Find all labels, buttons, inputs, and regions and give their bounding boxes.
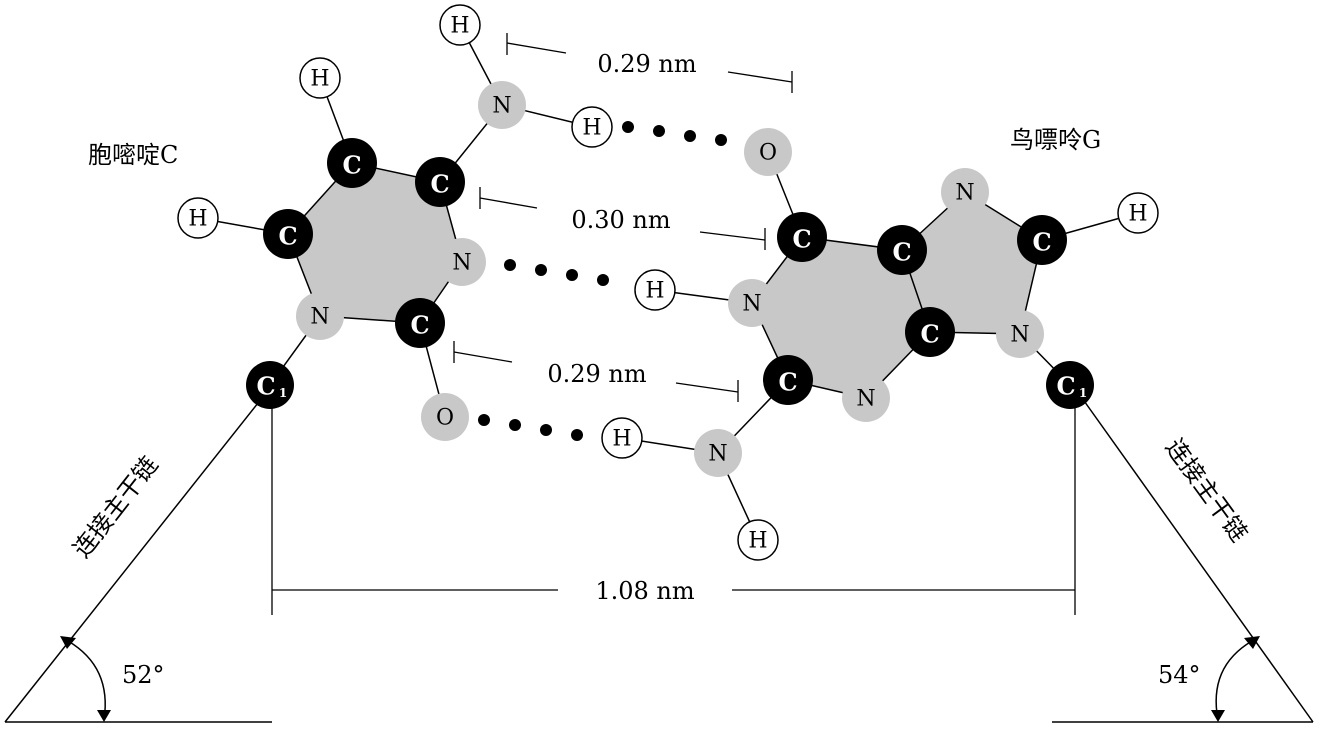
svg-text:C: C bbox=[892, 238, 911, 267]
guanine-five-ring bbox=[902, 192, 1042, 334]
svg-text:H: H bbox=[748, 529, 767, 554]
guanine-label: 鸟嘌呤G bbox=[1010, 126, 1101, 154]
backbone-label-left: 连接主干链 bbox=[68, 451, 164, 563]
cytosine-ring bbox=[288, 163, 462, 323]
distance-label-top: 0.29 nm bbox=[597, 50, 697, 78]
hydrogen-bond-middle bbox=[504, 259, 609, 286]
svg-text:C: C bbox=[1056, 372, 1075, 401]
left-backbone bbox=[4, 397, 272, 723]
svg-text:N: N bbox=[742, 292, 761, 317]
cytosine-label: 胞嘧啶C bbox=[88, 141, 178, 169]
svg-text:N: N bbox=[310, 305, 329, 330]
c1-distance-marker bbox=[271, 408, 1076, 615]
svg-text:H: H bbox=[1128, 202, 1147, 227]
hydrogen-atoms: H H H H H H H H bbox=[177, 4, 1159, 561]
carbon-atoms: C C C C C C C C C bbox=[263, 138, 1067, 405]
oxygen-atoms: O O bbox=[421, 128, 792, 441]
hydrogen-bond-top bbox=[622, 121, 727, 146]
c1-atom-right: C 1 bbox=[1046, 361, 1094, 409]
svg-text:O: O bbox=[759, 141, 777, 166]
svg-text:H: H bbox=[310, 67, 329, 92]
svg-text:N: N bbox=[1010, 323, 1029, 348]
svg-text:H: H bbox=[645, 279, 664, 304]
svg-text:C: C bbox=[778, 368, 797, 397]
distance-marker-bottom bbox=[453, 341, 739, 402]
angle-label-right: 54° bbox=[1158, 661, 1201, 689]
svg-text:N: N bbox=[955, 181, 974, 206]
svg-text:N: N bbox=[492, 94, 511, 119]
svg-text:N: N bbox=[708, 442, 727, 467]
svg-text:C: C bbox=[430, 170, 449, 199]
svg-text:H: H bbox=[582, 116, 601, 141]
hydrogen-bond-bottom bbox=[478, 414, 583, 441]
right-backbone bbox=[1052, 397, 1314, 723]
svg-text:C: C bbox=[1032, 228, 1051, 257]
svg-text:N: N bbox=[856, 387, 875, 412]
c1-distance-label: 1.08 nm bbox=[595, 577, 695, 605]
distance-marker-top bbox=[506, 33, 793, 93]
distance-label-bottom: 0.29 nm bbox=[547, 360, 647, 388]
svg-text:C: C bbox=[256, 372, 275, 401]
svg-text:O: O bbox=[436, 406, 454, 431]
svg-text:C: C bbox=[792, 225, 811, 254]
angle-label-left: 52° bbox=[122, 661, 165, 689]
c1-atom-left: C 1 bbox=[246, 361, 294, 409]
svg-text:1: 1 bbox=[279, 386, 287, 400]
distance-marker-middle bbox=[479, 187, 766, 250]
svg-text:C: C bbox=[410, 311, 429, 340]
svg-text:H: H bbox=[188, 207, 207, 232]
svg-text:C: C bbox=[342, 151, 361, 180]
svg-text:C: C bbox=[278, 222, 297, 251]
distance-label-middle: 0.30 nm bbox=[571, 206, 671, 234]
svg-text:N: N bbox=[452, 251, 471, 276]
svg-text:H: H bbox=[450, 14, 469, 39]
svg-text:C: C bbox=[920, 320, 939, 349]
svg-text:H: H bbox=[612, 427, 631, 452]
backbone-label-right: 连接主干链 bbox=[1160, 434, 1253, 548]
svg-text:1: 1 bbox=[1079, 386, 1087, 400]
nitrogen-atoms: N N N N N N N N bbox=[296, 81, 1044, 477]
